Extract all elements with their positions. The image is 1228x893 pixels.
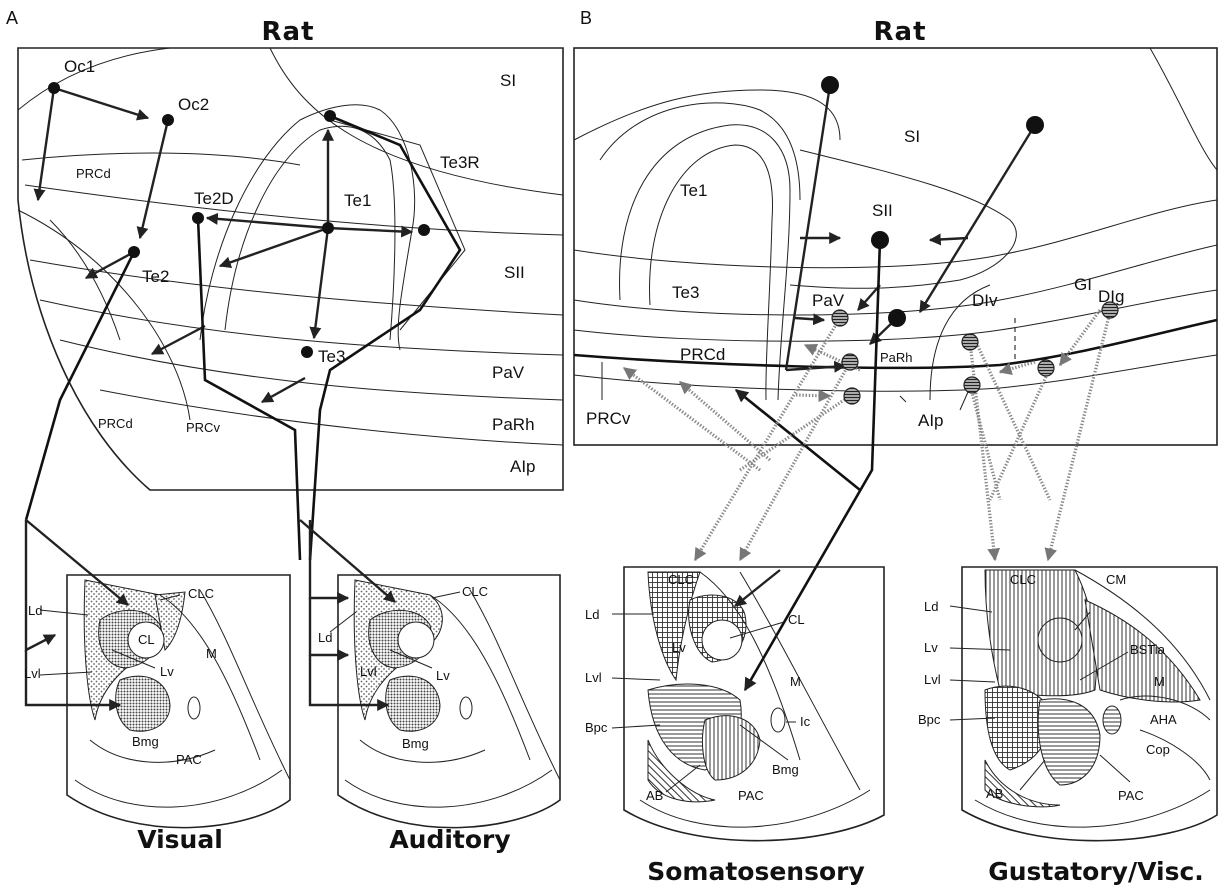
visual-amygdala-section: [26, 520, 290, 828]
area-label-b-prcv: PRCv: [586, 409, 631, 428]
area-label-te3: Te3: [318, 347, 345, 366]
visual-title: Visual: [137, 825, 223, 854]
aud-nucleus-label-ld: Ld: [318, 630, 332, 645]
area-label-b-parh: PaRh: [880, 350, 913, 365]
nucleus-label-clc: CLC: [188, 586, 214, 601]
area-label-b-te1: Te1: [680, 181, 707, 200]
gust-nucleus-label-lv: Lv: [924, 640, 938, 655]
soma-nucleus-label-clc: CLC: [668, 572, 694, 587]
area-label-prcd-lower: PRCd: [98, 416, 133, 431]
area-label-b-gi: GI: [1074, 275, 1092, 294]
soma-nucleus-label-lv: Lv: [672, 640, 686, 655]
area-label-te2: Te2: [142, 267, 169, 286]
area-label-sii: SII: [504, 263, 525, 282]
somatosensory-title: Somatosensory: [647, 857, 865, 886]
nucleus-label-cl: CL: [138, 632, 155, 647]
area-label-b-si: SI: [904, 127, 920, 146]
gust-nucleus-label-cop: Cop: [1146, 742, 1170, 757]
soma-nucleus-label-bpc: Bpc: [585, 720, 608, 735]
auditory-title: Auditory: [389, 825, 510, 854]
panel-a-letter: A: [6, 8, 18, 28]
soma-nucleus-label-m: M: [790, 674, 801, 689]
nucleus-label-lvl: Lvl: [24, 666, 41, 681]
soma-nucleus-label-ld: Ld: [585, 607, 599, 622]
area-label-b-sii: SII: [872, 201, 893, 220]
soma-nucleus-label-cl: CL: [788, 612, 805, 627]
nucleus-label-pac: PAC: [176, 752, 202, 767]
area-label-te1: Te1: [344, 191, 371, 210]
area-label-prcv: PRCv: [186, 420, 220, 435]
area-label-te2d: Te2D: [194, 189, 234, 208]
gust-nucleus-label-pac: PAC: [1118, 788, 1144, 803]
gust-nucleus-label-m: M: [1154, 674, 1165, 689]
gust-nucleus-label-cm: CM: [1106, 572, 1126, 587]
area-label-parh: PaRh: [492, 415, 535, 434]
panel-b-header: Rat: [874, 17, 927, 47]
aud-nucleus-label-lv: Lv: [436, 668, 450, 683]
soma-nucleus-label-ab: AB: [646, 788, 663, 803]
nucleus-label-m: M: [206, 646, 217, 661]
soma-nucleus-label-pac: PAC: [738, 788, 764, 803]
area-label-prcd-upper: PRCd: [76, 166, 111, 181]
nucleus-label-ld: Ld: [28, 603, 42, 618]
area-label-b-aip: AIp: [918, 411, 944, 430]
aud-nucleus-label-lvl: Lvl: [360, 664, 377, 679]
panel-a-header: Rat: [262, 17, 315, 47]
area-label-si: SI: [500, 71, 516, 90]
panel-b-area-labels: SI Te1 SII GI Te3 PaV DIv DIg PRCd PaRh …: [586, 127, 1124, 430]
panel-b-cortex-map: [574, 48, 1217, 445]
aud-nucleus-label-clc: CLC: [462, 584, 488, 599]
gust-nucleus-label-bstia: BSTia: [1130, 642, 1166, 657]
nucleus-label-lv: Lv: [160, 664, 174, 679]
gustatory-title: Gustatory/Visc.: [988, 857, 1204, 886]
soma-nucleus-label-lvl: Lvl: [585, 670, 602, 685]
area-label-te3r: Te3R: [440, 153, 480, 172]
aud-nucleus-label-bmg: Bmg: [402, 736, 429, 751]
gust-nucleus-label-lvl: Lvl: [924, 672, 941, 687]
area-label-b-dlg: DIg: [1098, 287, 1124, 306]
auditory-amygdala-section: [300, 520, 560, 828]
panel-b-letter: B: [580, 8, 592, 28]
panel-b-cortex-dots: [821, 76, 1118, 404]
gust-nucleus-label-aha: AHA: [1150, 712, 1177, 727]
soma-nucleus-label-ic: Ic: [800, 714, 811, 729]
area-label-pav: PaV: [492, 363, 525, 382]
area-label-b-pav: PaV: [812, 291, 845, 310]
area-label-b-prcd: PRCd: [680, 345, 725, 364]
gust-nucleus-label-ab: AB: [986, 786, 1003, 801]
gust-nucleus-label-clc: CLC: [1010, 572, 1036, 587]
area-label-aip: AIp: [510, 457, 536, 476]
nucleus-label-bmg: Bmg: [132, 734, 159, 749]
soma-nucleus-label-bmg: Bmg: [772, 762, 799, 777]
area-label-b-dlv: DIv: [972, 291, 998, 310]
area-label-oc1: Oc1: [64, 57, 95, 76]
gust-nucleus-label-bpc: Bpc: [918, 712, 941, 727]
gust-nucleus-label-ld: Ld: [924, 599, 938, 614]
area-label-oc2: Oc2: [178, 95, 209, 114]
area-label-b-te3: Te3: [672, 283, 699, 302]
